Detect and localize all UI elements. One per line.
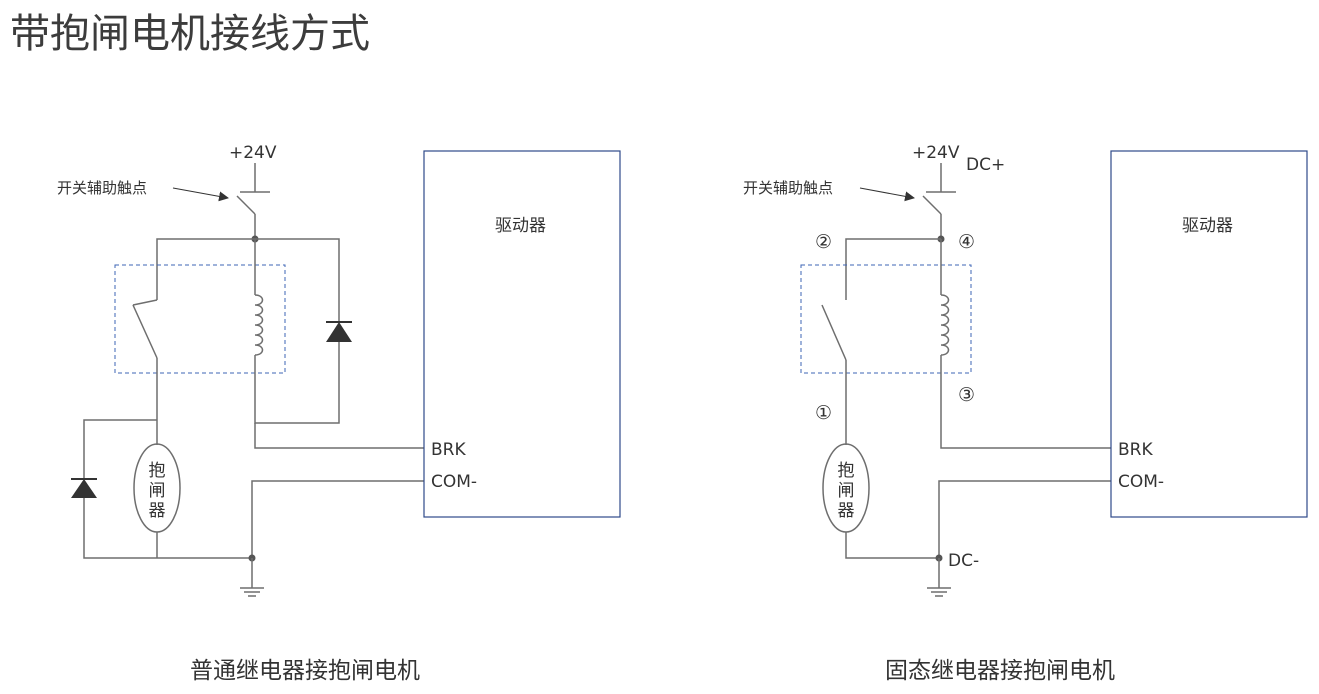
right-marker-2: ② <box>815 231 832 253</box>
left-aux-switch <box>236 195 256 215</box>
left-diagram: +24V 开关辅助触点 抱 闸 器 驱动器 BRK <box>57 143 621 684</box>
right-com-wire <box>938 480 1111 558</box>
left-coil-return <box>254 342 340 424</box>
left-caption: 普通继电器接抱闸电机 <box>190 658 420 684</box>
left-relay-coil <box>254 294 264 356</box>
right-brk-label: BRK <box>1118 440 1153 460</box>
left-supply-label: +24V <box>229 143 277 163</box>
left-aux-contact-label: 开关辅助触点 <box>57 179 147 197</box>
right-relay-coil <box>940 294 950 356</box>
right-aux-contact-label: 开关辅助触点 <box>743 179 833 197</box>
left-ground-bus <box>83 498 252 559</box>
left-com-wire <box>251 480 424 558</box>
right-relay-box <box>800 264 972 374</box>
left-relay-switch <box>132 304 158 359</box>
right-marker-3: ③ <box>958 384 975 406</box>
right-marker-4: ④ <box>958 231 975 253</box>
right-dc-plus-label: DC+ <box>966 155 1005 175</box>
left-com-label: COM- <box>431 472 477 492</box>
svg-text:器: 器 <box>149 501 166 521</box>
svg-text:器: 器 <box>838 501 855 521</box>
page-title: 带抱闸电机接线方式 <box>10 11 370 57</box>
right-dc-minus-label: DC- <box>948 551 979 571</box>
left-brake-diode-top <box>83 419 157 479</box>
right-marker-1: ① <box>815 402 832 424</box>
left-top-bus <box>156 238 340 322</box>
right-driver-box <box>1110 150 1308 518</box>
right-relay-switch <box>821 304 847 361</box>
left-brake-diode <box>71 479 97 498</box>
left-driver-box <box>423 150 621 518</box>
svg-text:抱: 抱 <box>838 461 855 481</box>
left-brk-wire <box>254 423 424 449</box>
right-aux-switch <box>922 195 942 215</box>
left-brk-label: BRK <box>431 440 466 460</box>
left-aux-arrow <box>172 187 229 202</box>
svg-text:闸: 闸 <box>149 481 166 501</box>
right-aux-arrow <box>859 187 915 202</box>
left-driver-label: 驱动器 <box>495 216 546 236</box>
left-relay-box <box>114 264 286 374</box>
right-driver-label: 驱动器 <box>1182 216 1233 236</box>
right-supply-label: +24V <box>912 143 960 163</box>
right-top-bus <box>845 238 941 300</box>
svg-text:闸: 闸 <box>838 481 855 501</box>
svg-text:抱: 抱 <box>149 461 166 481</box>
left-flyback-diode <box>326 322 352 342</box>
right-com-label: COM- <box>1118 472 1164 492</box>
right-diagram: +24V DC+ 开关辅助触点 ② ④ ③ ① 抱 闸 器 DC- 驱动器 BR… <box>743 143 1308 684</box>
right-caption: 固态继电器接抱闸电机 <box>885 658 1115 684</box>
right-brk-wire <box>940 355 1111 449</box>
right-ground-bus <box>845 532 939 559</box>
